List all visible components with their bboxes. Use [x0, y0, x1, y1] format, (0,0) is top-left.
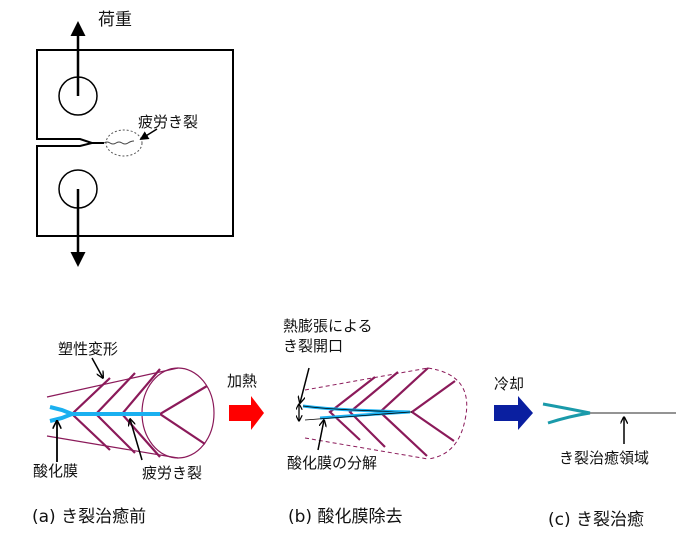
caption-c: (c) き裂治癒 — [548, 510, 645, 530]
crack-pointer-a — [130, 419, 143, 461]
oxide-film-a — [49, 405, 160, 423]
caption-a: (a) き裂治癒前 — [32, 507, 147, 527]
fatigue-crack-squiggle — [103, 140, 135, 145]
opening-label-line1: 熱膨張による — [283, 317, 373, 335]
cooling-label: 冷却 — [494, 375, 525, 393]
oxide-decomp-label: 酸化膜の分解 — [287, 454, 378, 472]
opening-pointer — [300, 367, 310, 403]
plastic-pointer — [91, 357, 103, 378]
oxide-decomp-pointer — [317, 420, 324, 451]
fatigue-crack-label: 疲労き裂 — [142, 464, 203, 482]
heating-arrow — [229, 396, 264, 430]
load-label: 荷重 — [98, 10, 132, 30]
specimen — [36, 21, 234, 267]
heating-label: 加熱 — [227, 372, 258, 390]
panel-a — [46, 357, 215, 462]
crack-pointer-arrow — [139, 128, 158, 140]
plastic-deformation-label: 塑性変形 — [58, 340, 119, 358]
panel-b — [299, 367, 468, 460]
oxide-film-label: 酸化膜 — [33, 462, 79, 480]
opening-label-line2: き裂開口 — [283, 337, 344, 355]
cooling-arrow — [494, 396, 533, 430]
healed-crack-lower — [547, 411, 591, 425]
panel-c — [542, 402, 676, 444]
specimen-crack-label: 疲労き裂 — [138, 113, 199, 131]
healed-region-label: き裂治癒領域 — [559, 449, 650, 467]
specimen-outline — [36, 49, 234, 237]
crack-highlight-ellipse — [105, 129, 143, 157]
caption-b: (b) 酸化膜除去 — [288, 507, 403, 527]
healed-crack-upper — [542, 402, 591, 415]
